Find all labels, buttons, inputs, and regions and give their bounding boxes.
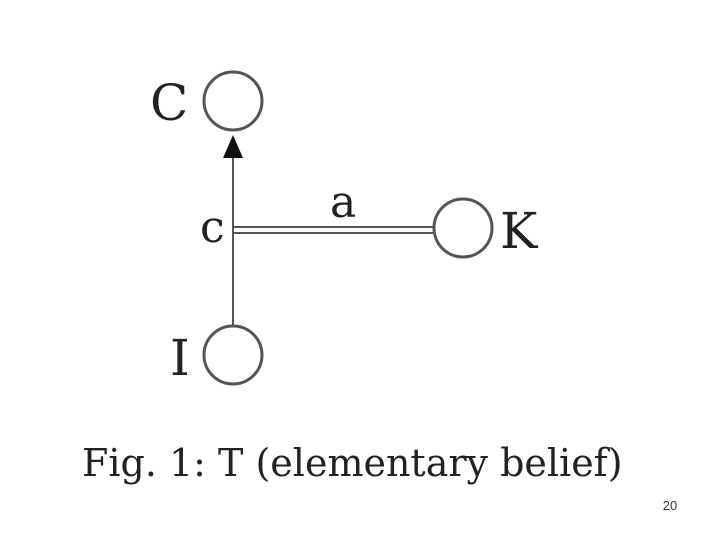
node-bottom xyxy=(202,324,264,386)
node-bottom-label: I xyxy=(170,329,190,387)
node-top xyxy=(202,70,264,132)
edge-vertical-label: c xyxy=(200,202,225,253)
node-right xyxy=(432,197,494,259)
arrowhead-up xyxy=(223,135,243,158)
node-right-label: K xyxy=(500,202,539,260)
edge-horizontal-label: a xyxy=(330,177,356,228)
figure-caption: Fig. 1: T (elementary belief) xyxy=(82,441,623,485)
page-number: 20 xyxy=(662,498,678,513)
node-top-label: C xyxy=(150,74,188,132)
